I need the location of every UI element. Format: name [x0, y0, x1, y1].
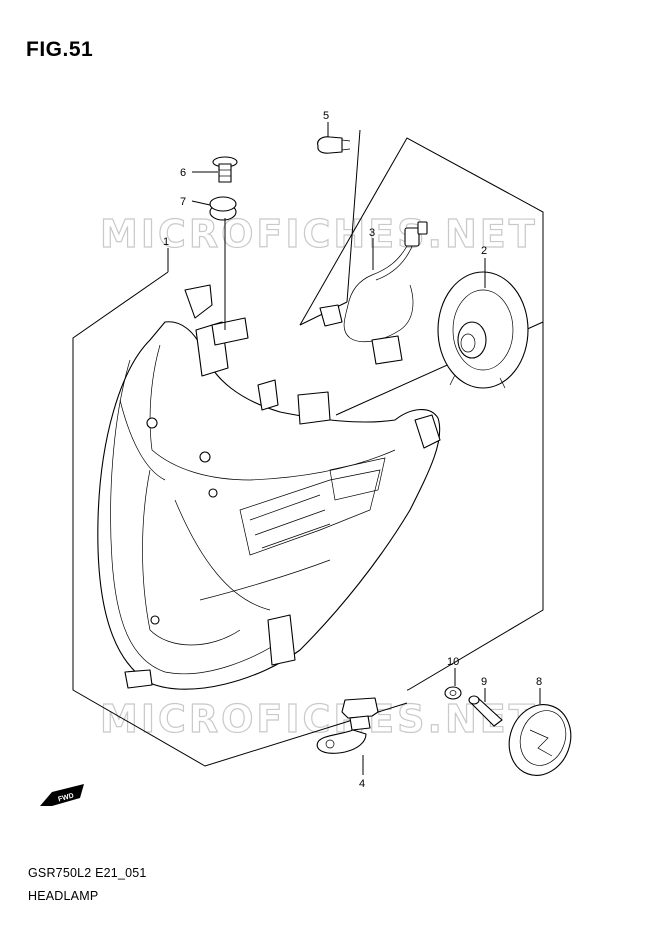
part-bulb: [316, 697, 379, 754]
callout-9: 9: [481, 676, 487, 688]
figure-title: FIG.51: [26, 38, 94, 61]
figure-code: GSR750L2 E21_051: [28, 866, 147, 880]
part-grommet: [209, 196, 237, 221]
callout-4: 4: [359, 778, 365, 790]
watermark-top: MICROFICHES.NET: [100, 212, 538, 256]
part-position-bulb: [317, 136, 351, 154]
part-wiring-harness: [319, 221, 428, 365]
callout-10: 10: [447, 656, 459, 668]
callout-3: 3: [369, 227, 375, 239]
callout-8: 8: [536, 676, 542, 688]
figure-name: HEADLAMP: [28, 889, 99, 903]
part-reflector-cap: [508, 704, 572, 776]
part-pin: [468, 695, 503, 727]
fwd-arrow-icon: FWD: [40, 784, 84, 806]
part-washer: [444, 686, 462, 700]
callout-6: 6: [180, 167, 186, 179]
part-dust-cover: [437, 271, 529, 389]
fwd-label: FWD: [57, 793, 74, 804]
callout-1: 1: [163, 236, 169, 248]
callout-2: 2: [481, 245, 487, 257]
leader-lines: [167, 122, 541, 775]
headlamp-housing: [97, 284, 441, 690]
callout-5: 5: [323, 110, 329, 122]
watermark-bottom: MICROFICHES.NET: [100, 697, 538, 741]
callout-7: 7: [180, 196, 186, 208]
part-screw: [212, 156, 238, 183]
